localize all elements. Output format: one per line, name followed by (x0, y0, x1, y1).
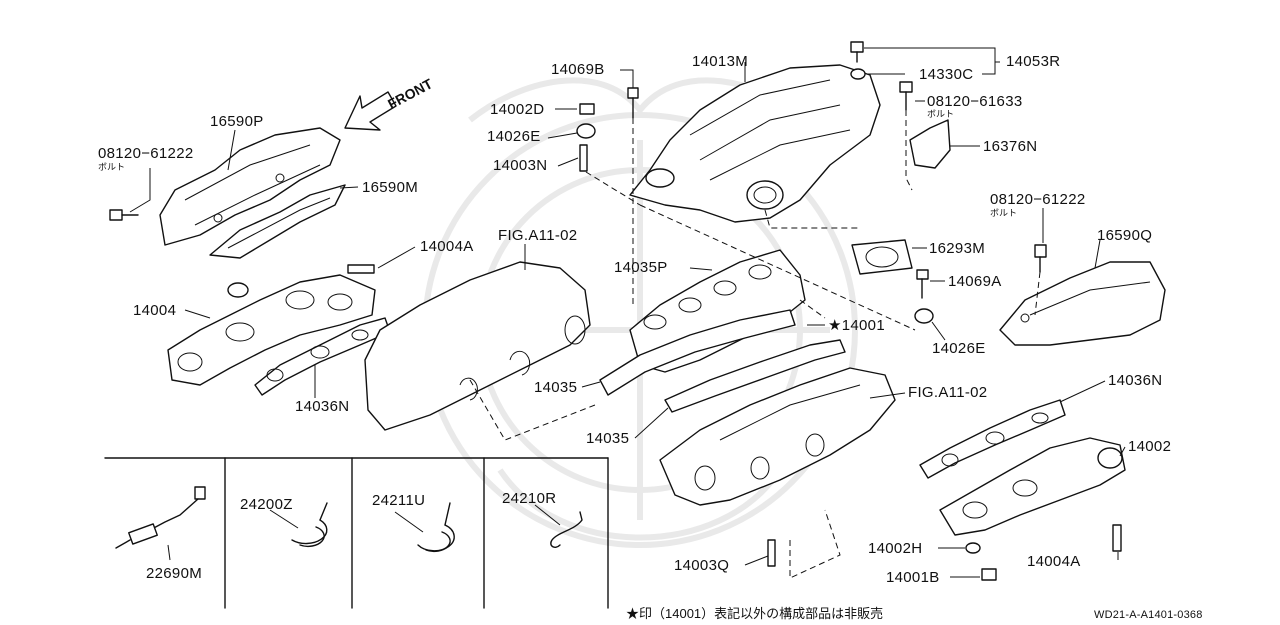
part-label-14069a: 14069A (948, 273, 1002, 290)
gasket-16293m (852, 240, 912, 274)
bolt-icon-08120-61633 (900, 82, 912, 110)
part-label-14035-b: 14035 (586, 430, 630, 447)
part-label-14002: 14002 (1128, 438, 1172, 455)
bolt-icon-right (1035, 245, 1046, 272)
part-label-14036n-right: 14036N (1108, 372, 1163, 389)
nut-icon-14001b (982, 569, 996, 580)
gasket-14035-a (600, 310, 795, 395)
part-label-14004: 14004 (133, 302, 177, 319)
part-label-14004a-top: 14004A (420, 238, 474, 255)
bracket-16376n (910, 120, 950, 168)
exhaust-manifold-14002 (940, 438, 1125, 535)
part-label-14003q: 14003Q (674, 557, 730, 574)
nut-icon-14002d (580, 104, 594, 114)
gasket-14035-b (665, 340, 845, 412)
bolt-katakana-left: ボルト (98, 162, 126, 172)
washer-icon-14330c (851, 69, 865, 79)
part-label-08120-61633: 08120−61633 (927, 93, 1023, 110)
bolt-katakana-right: ボルト (990, 208, 1018, 218)
bolt-katakana-middle: ボルト (927, 109, 955, 119)
gasket-14036n-right (920, 400, 1065, 478)
part-label-22690m: 22690M (146, 565, 203, 582)
stud-icon-14003q (768, 540, 775, 566)
clamp-24200z (270, 503, 327, 546)
inset-panels (104, 457, 609, 609)
clamp-24211u (395, 503, 454, 551)
solid-leader-lines (129, 47, 1126, 578)
part-label-14001b: 14001B (886, 569, 940, 586)
part-label-08120-61222-left: 08120−61222 (98, 145, 194, 162)
front-arrow-icon (344, 91, 397, 131)
part-label-14035-a: 14035 (534, 379, 578, 396)
heat-shield-16590q (1000, 262, 1165, 345)
stud-icon-14003n (580, 145, 587, 171)
washer-icon-14026e (577, 124, 595, 138)
part-label-14053r: 14053R (1006, 53, 1061, 70)
intake-collector-14013m (630, 65, 880, 222)
cylinder-head-right (660, 368, 895, 505)
harness-clip-24210r (535, 505, 582, 547)
part-label-14330c: 14330C (919, 66, 974, 83)
bolt-icon-14069a (917, 270, 928, 298)
part-label-14026e-top: 14026E (487, 128, 541, 145)
part-label-14026e-bottom: 14026E (932, 340, 986, 357)
part-label-16293m: 16293M (929, 240, 986, 257)
part-label-14036n-left: 14036N (295, 398, 350, 415)
dashed-leader-lines (469, 110, 1041, 579)
part-label-14002h: 14002H (868, 540, 923, 557)
part-label-fig-a11-02-top: FIG.A11-02 (498, 227, 578, 244)
stud-icon-14004a-bottom (1113, 525, 1121, 551)
heat-shield-16590m (210, 185, 345, 258)
washer-icon-14002h (966, 543, 980, 553)
part-label-14035p: 14035P (614, 259, 668, 276)
cylinder-head-left (365, 262, 590, 430)
part-label-14002d: 14002D (490, 101, 545, 118)
part-label-14001: ★14001 (828, 317, 885, 334)
exhaust-manifold-14004 (168, 275, 375, 385)
footnote: ★印（14001）表記以外の構成部品は非販売 (626, 606, 884, 621)
part-label-14069b: 14069B (551, 61, 605, 78)
stud-14004a-top (348, 265, 374, 273)
part-label-08120-61222-right: 08120−61222 (990, 191, 1086, 208)
washer-icon-14026e-bottom (915, 309, 933, 323)
part-label-16590q: 16590Q (1097, 227, 1153, 244)
heat-shield-16590p (160, 128, 340, 245)
part-label-16590m: 16590M (362, 179, 419, 196)
part-label-fig-a11-02-bottom: FIG.A11-02 (908, 384, 988, 401)
part-label-24210r: 24210R (502, 490, 557, 507)
part-label-16376n: 16376N (983, 138, 1038, 155)
bolt-icon-left (110, 210, 138, 220)
part-label-14013m: 14013M (692, 53, 749, 70)
part-label-24211u: 24211U (372, 492, 426, 509)
drawing-code: WD21-A-A1401-0368 (1094, 609, 1203, 621)
part-label-16590p: 16590P (210, 113, 264, 130)
part-label-24200z: 24200Z (240, 496, 293, 513)
bolt-icon-14053r (851, 42, 863, 62)
part-label-14003n: 14003N (493, 157, 548, 174)
oxygen-sensor-22690m (116, 487, 205, 560)
part-label-14004a-bottom: 14004A (1027, 553, 1081, 570)
